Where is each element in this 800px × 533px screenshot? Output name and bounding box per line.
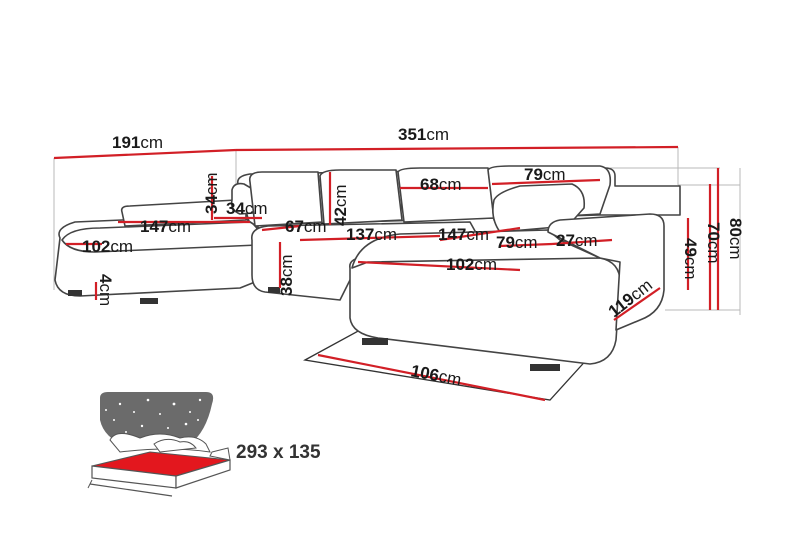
dim-42: 42cm: [331, 184, 350, 226]
leg: [362, 338, 388, 345]
sofa-legs: [68, 287, 560, 371]
leg: [68, 290, 82, 296]
dim-351: 351cm: [398, 125, 449, 144]
dim-102-right: 102cm: [446, 255, 497, 274]
dim-68: 68cm: [420, 175, 462, 194]
dim-106: 106cm: [409, 361, 463, 389]
dim-147-right: 147cm: [438, 225, 489, 244]
dim-79-top: 79cm: [524, 165, 566, 184]
dim-27: 27cm: [556, 231, 598, 250]
dim-34-vertical: 34cm: [202, 172, 221, 214]
dim-70: 70cm: [704, 222, 723, 264]
dim-191: 191cm: [112, 133, 163, 152]
leg: [530, 364, 560, 371]
leg: [268, 287, 280, 293]
sofa-bed-icon: [87, 392, 231, 497]
dimension-lines: [53, 145, 720, 402]
sofa-back-cushion-2: [319, 169, 403, 225]
dim-38: 38cm: [277, 254, 296, 296]
dim-137: 137cm: [346, 225, 397, 244]
leg: [140, 298, 158, 304]
bed-size-label: 293 x 135: [236, 442, 321, 463]
dim-67: 67cm: [285, 217, 327, 236]
dim-4: 4cm: [96, 274, 115, 306]
dim-147-left: 147cm: [140, 217, 191, 236]
dim-102-left: 102cm: [82, 237, 133, 256]
dim-79: 79cm: [496, 233, 538, 252]
dimension-labels: 191cm 351cm 68cm 79cm 34cm 34cm 147cm 42…: [82, 125, 745, 390]
dim-80: 80cm: [726, 218, 745, 260]
sofa-body: [54, 165, 681, 365]
dim-34: 34cm: [226, 199, 268, 218]
sofa-back-cushion-1: [248, 171, 323, 227]
dim-49: 49cm: [681, 238, 700, 280]
